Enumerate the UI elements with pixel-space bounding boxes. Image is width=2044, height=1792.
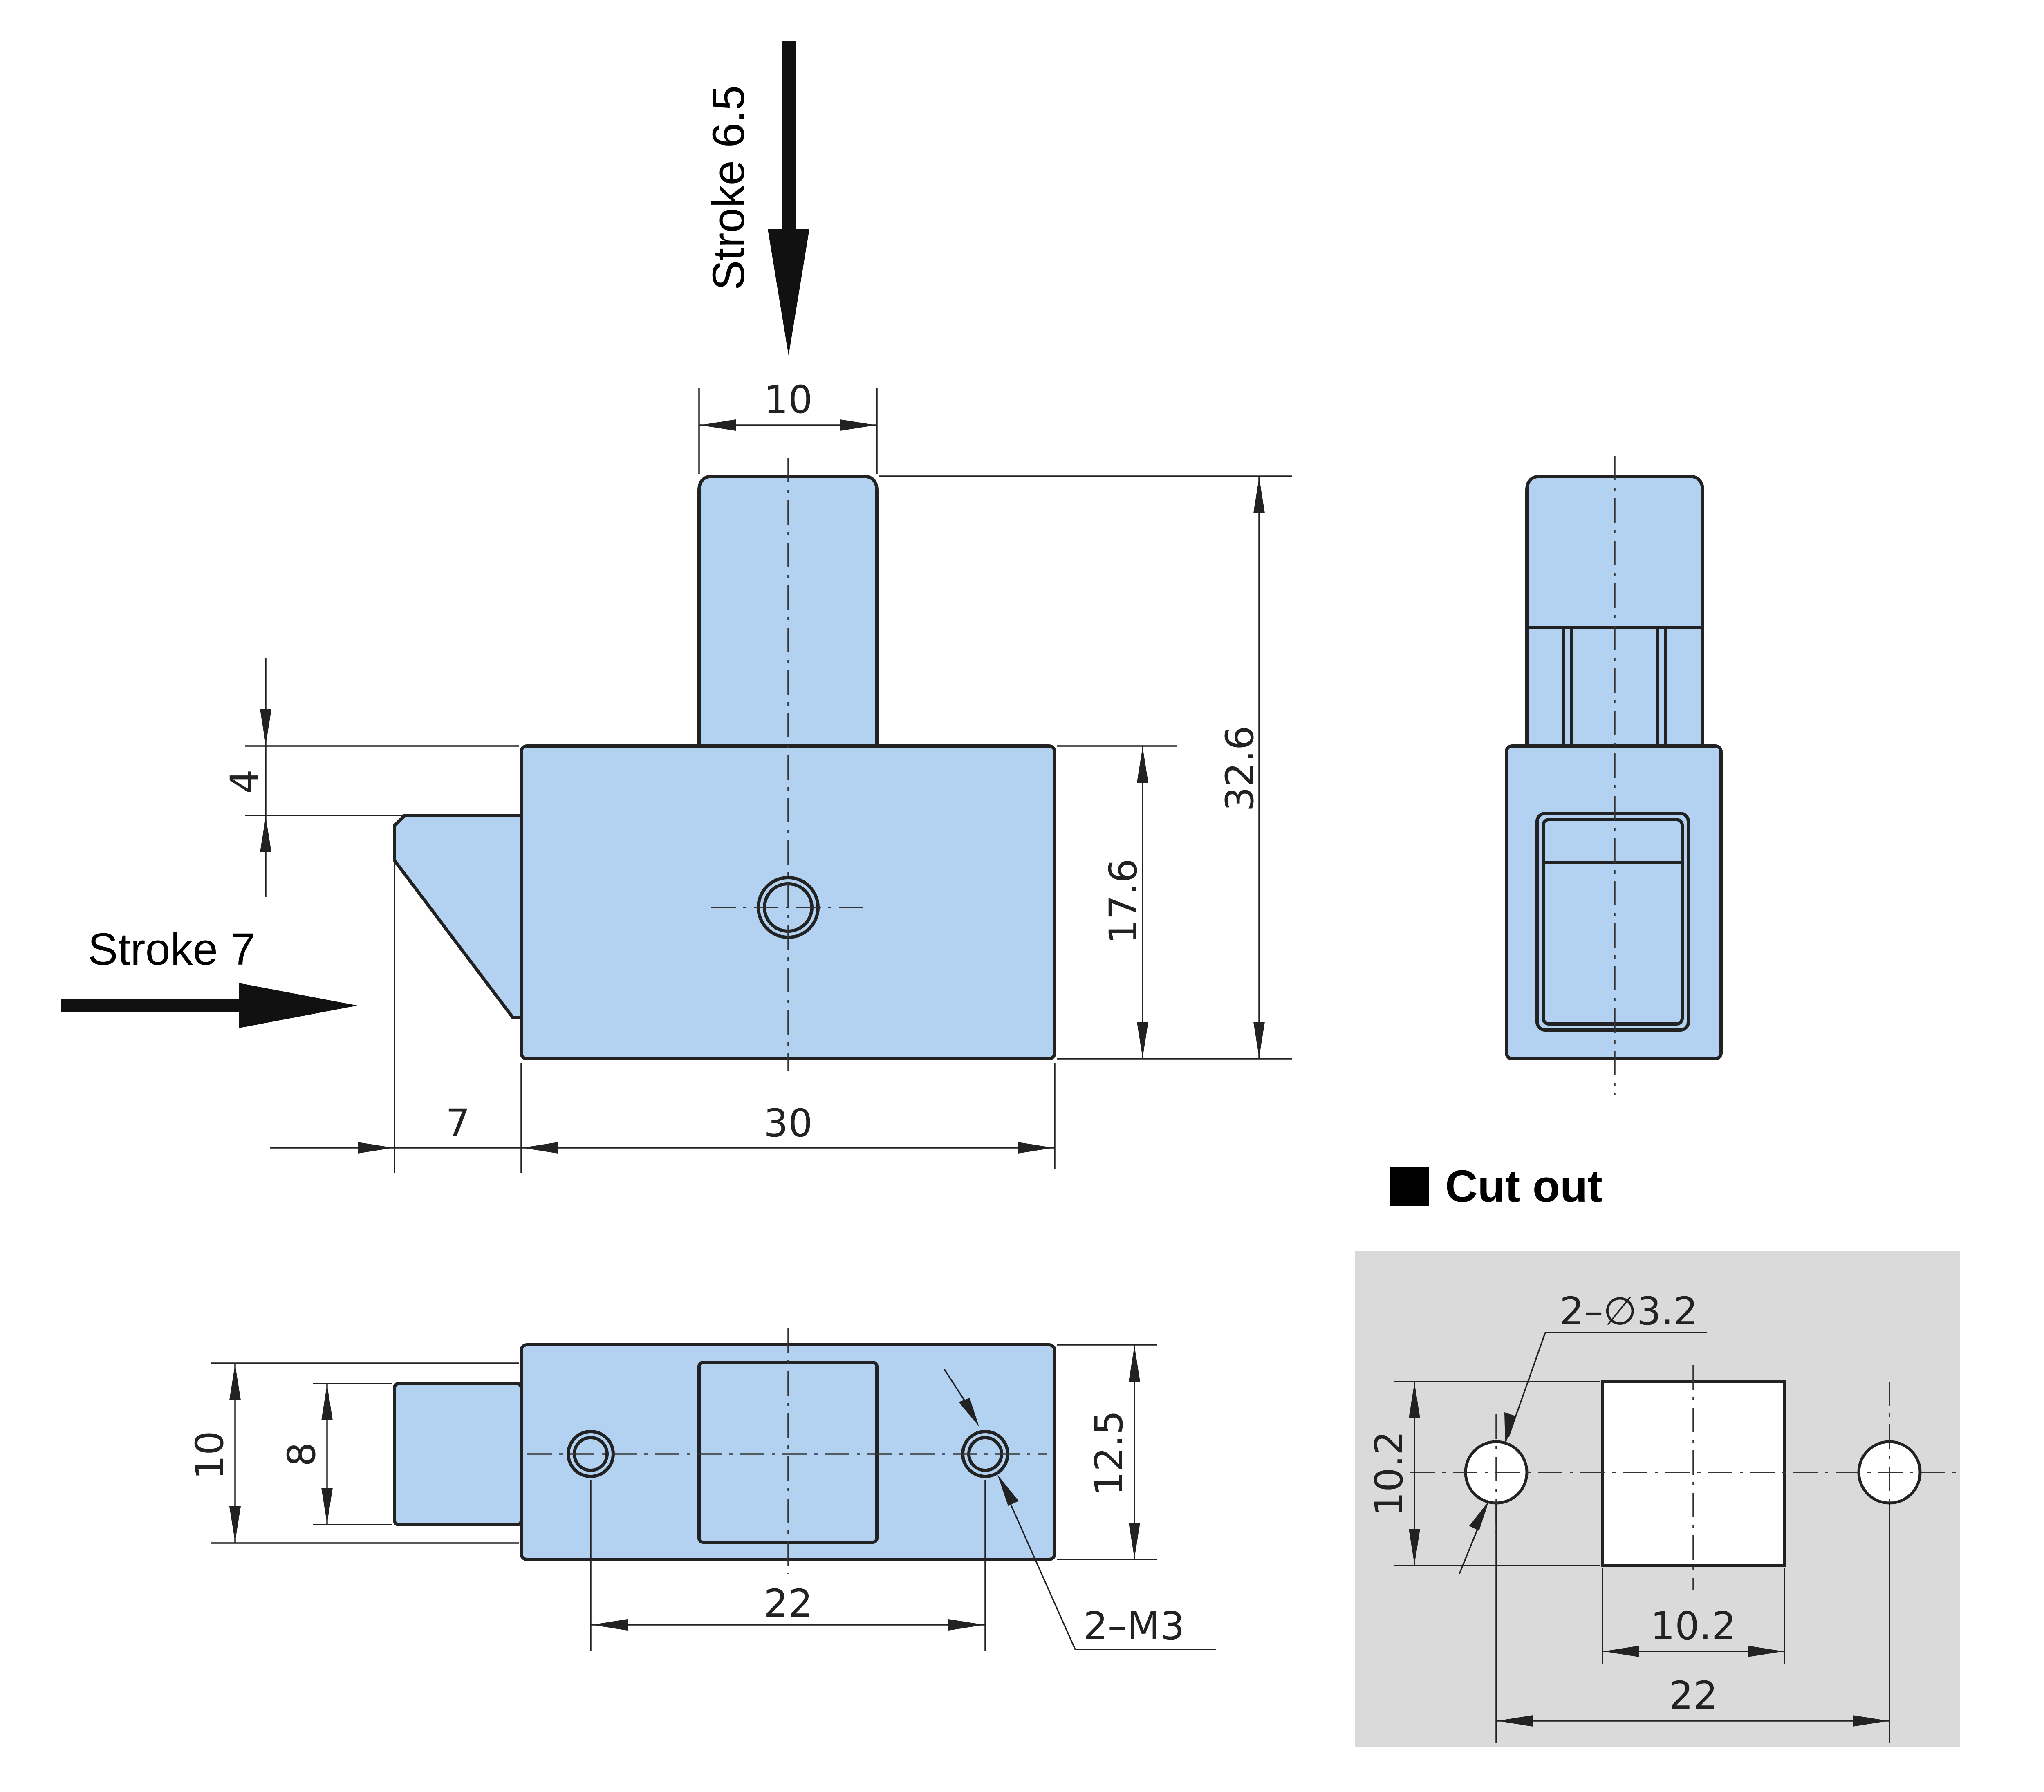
svg-text:2–M3: 2–M3 <box>1083 1604 1185 1649</box>
front-view: Stroke 6.5 Stroke 7 10 32.6 <box>61 41 1292 1173</box>
cutout-title-marker-icon <box>1390 1167 1429 1206</box>
svg-text:17.6: 17.6 <box>1101 858 1146 944</box>
stroke-horizontal-arrow-icon <box>61 983 358 1028</box>
thread-callout: 2–M3 <box>944 1369 1216 1650</box>
bottom-view: 10 8 12.5 22 <box>188 1328 1216 1651</box>
svg-text:22: 22 <box>764 1581 813 1626</box>
dim-cutout-square-width: 10.2 <box>1602 1568 1785 1664</box>
plunger <box>697 475 879 748</box>
dim-plunger-width: 10 <box>698 378 878 474</box>
latch-tongue <box>393 814 523 1019</box>
cutout-title: Cut out <box>1445 1161 1602 1212</box>
svg-text:7: 7 <box>446 1101 470 1146</box>
stroke-horizontal-label: Stroke 7 <box>88 924 256 974</box>
svg-text:22: 22 <box>1669 1673 1718 1718</box>
dim-bottom-inner-height: 8 <box>280 1383 392 1525</box>
svg-text:4: 4 <box>222 769 267 794</box>
side-body <box>1505 744 1723 1060</box>
dim-cutout-hole-spacing: 22 <box>1495 1504 1890 1743</box>
side-window <box>1535 812 1690 1032</box>
dim-bottom-hole-spacing: 22 <box>590 1480 986 1651</box>
dim-bottom-widths: 7 30 <box>270 862 1056 1173</box>
dim-total-height: 32.6 <box>879 475 1292 1060</box>
dim-bottom-outer-height: 10 <box>188 1362 519 1544</box>
svg-text:10.2: 10.2 <box>1367 1431 1412 1516</box>
svg-text:10: 10 <box>764 378 813 422</box>
cutout-section: Cut out 10.2 10.2 <box>1355 1161 1962 1747</box>
dim-body-height: 17.6 <box>1057 745 1177 1059</box>
hole-callout: 2–∅3.2 <box>1459 1289 1707 1574</box>
svg-text:32.6: 32.6 <box>1218 726 1262 811</box>
svg-text:30: 30 <box>764 1101 813 1146</box>
dim-bottom-body-height: 12.5 <box>1057 1344 1157 1560</box>
svg-text:2–∅3.2: 2–∅3.2 <box>1560 1289 1698 1334</box>
stroke-vertical-label: Stroke 6.5 <box>704 85 754 290</box>
svg-text:10: 10 <box>188 1431 232 1480</box>
dim-step: 4 <box>222 658 519 897</box>
svg-text:10.2: 10.2 <box>1650 1604 1736 1649</box>
svg-text:12.5: 12.5 <box>1087 1410 1132 1496</box>
svg-text:8: 8 <box>280 1442 324 1467</box>
dim-cutout-square-height: 10.2 <box>1367 1381 1600 1566</box>
stroke-vertical-arrow-icon <box>768 41 809 356</box>
side-view <box>1505 456 1723 1095</box>
bottom-latch <box>393 1382 523 1526</box>
